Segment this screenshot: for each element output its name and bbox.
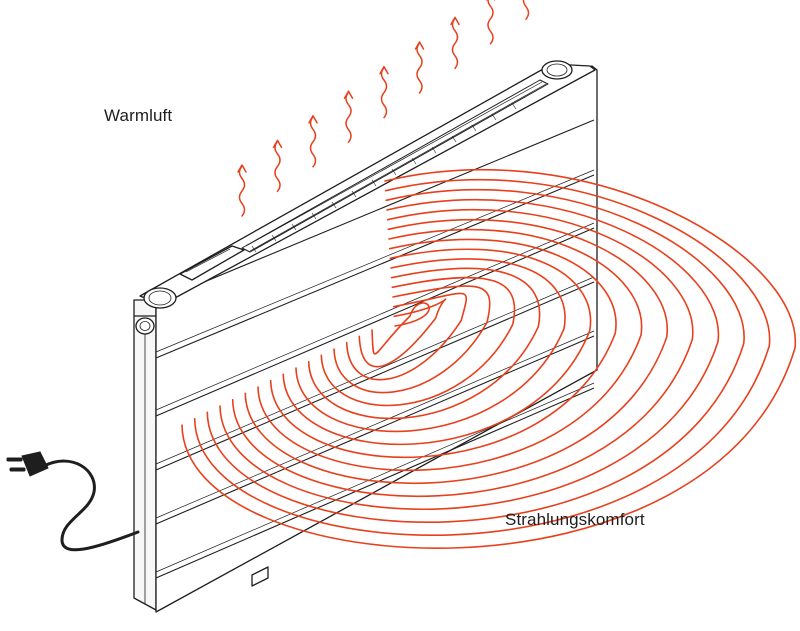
warm-air-arrow: [308, 115, 318, 168]
radiant-wave: [358, 298, 447, 368]
power-cable: [42, 459, 140, 552]
radiant-wave: [193, 179, 771, 536]
warm-air-arrow: [237, 164, 247, 217]
warm-air-arrow: [343, 90, 354, 143]
warm-air-arrow: [522, 0, 530, 20]
radiant-wave: [269, 238, 617, 459]
radiant-wave: [181, 168, 796, 549]
radiant-wave: [244, 218, 668, 485]
radiant-wave: [206, 188, 745, 523]
radiant-wave: [231, 209, 694, 498]
radiant-wave: [320, 276, 516, 407]
radiant-wave: [345, 292, 468, 381]
warm-air-arrow: [485, 0, 496, 45]
warm-air-arrow: [450, 16, 460, 70]
radiant-wave: [371, 302, 430, 355]
radiant-wave: [307, 267, 541, 420]
radiant-wave: [257, 228, 643, 472]
warm-air-arrow: [272, 139, 283, 193]
warm-air-label: Warmluft: [104, 106, 173, 125]
radiant-wave: [219, 199, 720, 510]
warm-air-arrow: [414, 41, 425, 94]
radiant-wave: [333, 285, 491, 394]
rising-heat-wave-icon: [237, 0, 530, 217]
power-plug-icon: [6, 451, 49, 477]
radiant-heat-wave-icon: [181, 168, 796, 549]
radiant-wave: [295, 258, 566, 433]
radiant-comfort-label: Strahlungskomfort: [505, 510, 645, 529]
radiant-wave: [282, 248, 592, 446]
warm-air-arrow: [379, 65, 389, 119]
